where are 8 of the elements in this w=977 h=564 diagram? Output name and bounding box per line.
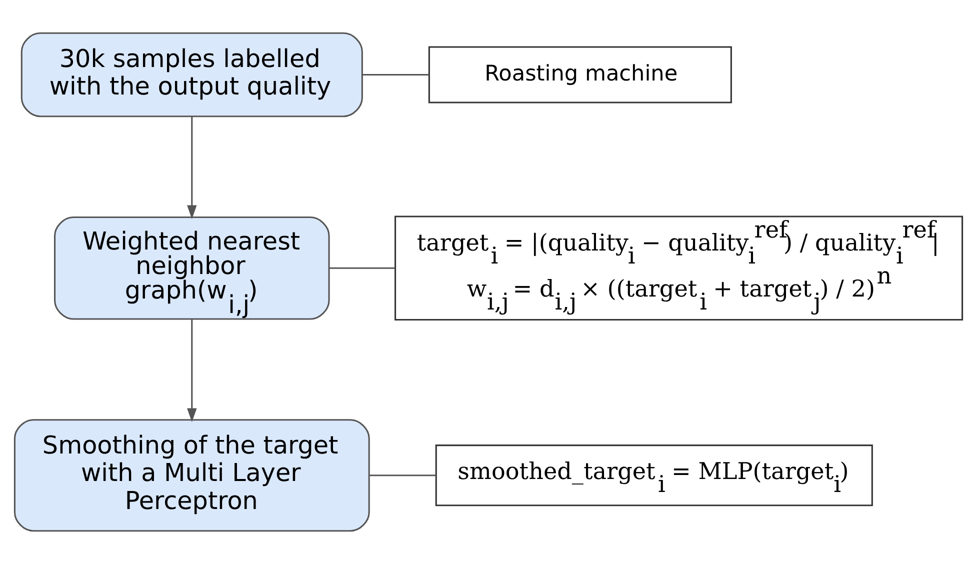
node-box: Smoothing of the target with a Multi Layer Perceptron (14, 419, 370, 532)
arrow (187, 116, 197, 220)
node-box: 30k samples labelled with the output quality (20, 32, 363, 118)
node-box: Roasting machine (428, 46, 732, 104)
connector (369, 474, 436, 476)
connector (329, 267, 395, 269)
connector (362, 74, 429, 76)
arrow (187, 319, 197, 422)
